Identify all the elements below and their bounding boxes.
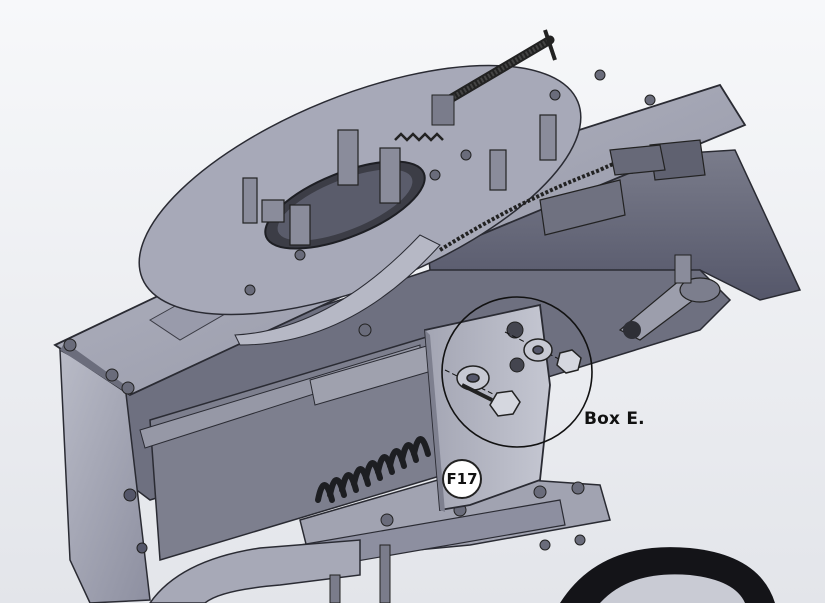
- detail-box-label: Box E.: [584, 409, 645, 429]
- handle-bar: [431, 29, 557, 126]
- hex-nut-icon: [556, 349, 582, 374]
- guide-posts: [242, 114, 557, 246]
- wheel-icon: [560, 547, 775, 603]
- base-frame: [149, 474, 611, 603]
- detail-circle: [441, 296, 593, 448]
- top-plate: [53, 64, 747, 397]
- hex-bolt-icon: [461, 383, 521, 417]
- plate-bolts: [63, 69, 656, 395]
- step-number-badge: F17: [442, 459, 482, 499]
- tension-spring: [394, 132, 444, 142]
- washer-icon: [456, 338, 553, 391]
- pivot-arm: [618, 254, 721, 341]
- frame-blocks: [539, 139, 706, 236]
